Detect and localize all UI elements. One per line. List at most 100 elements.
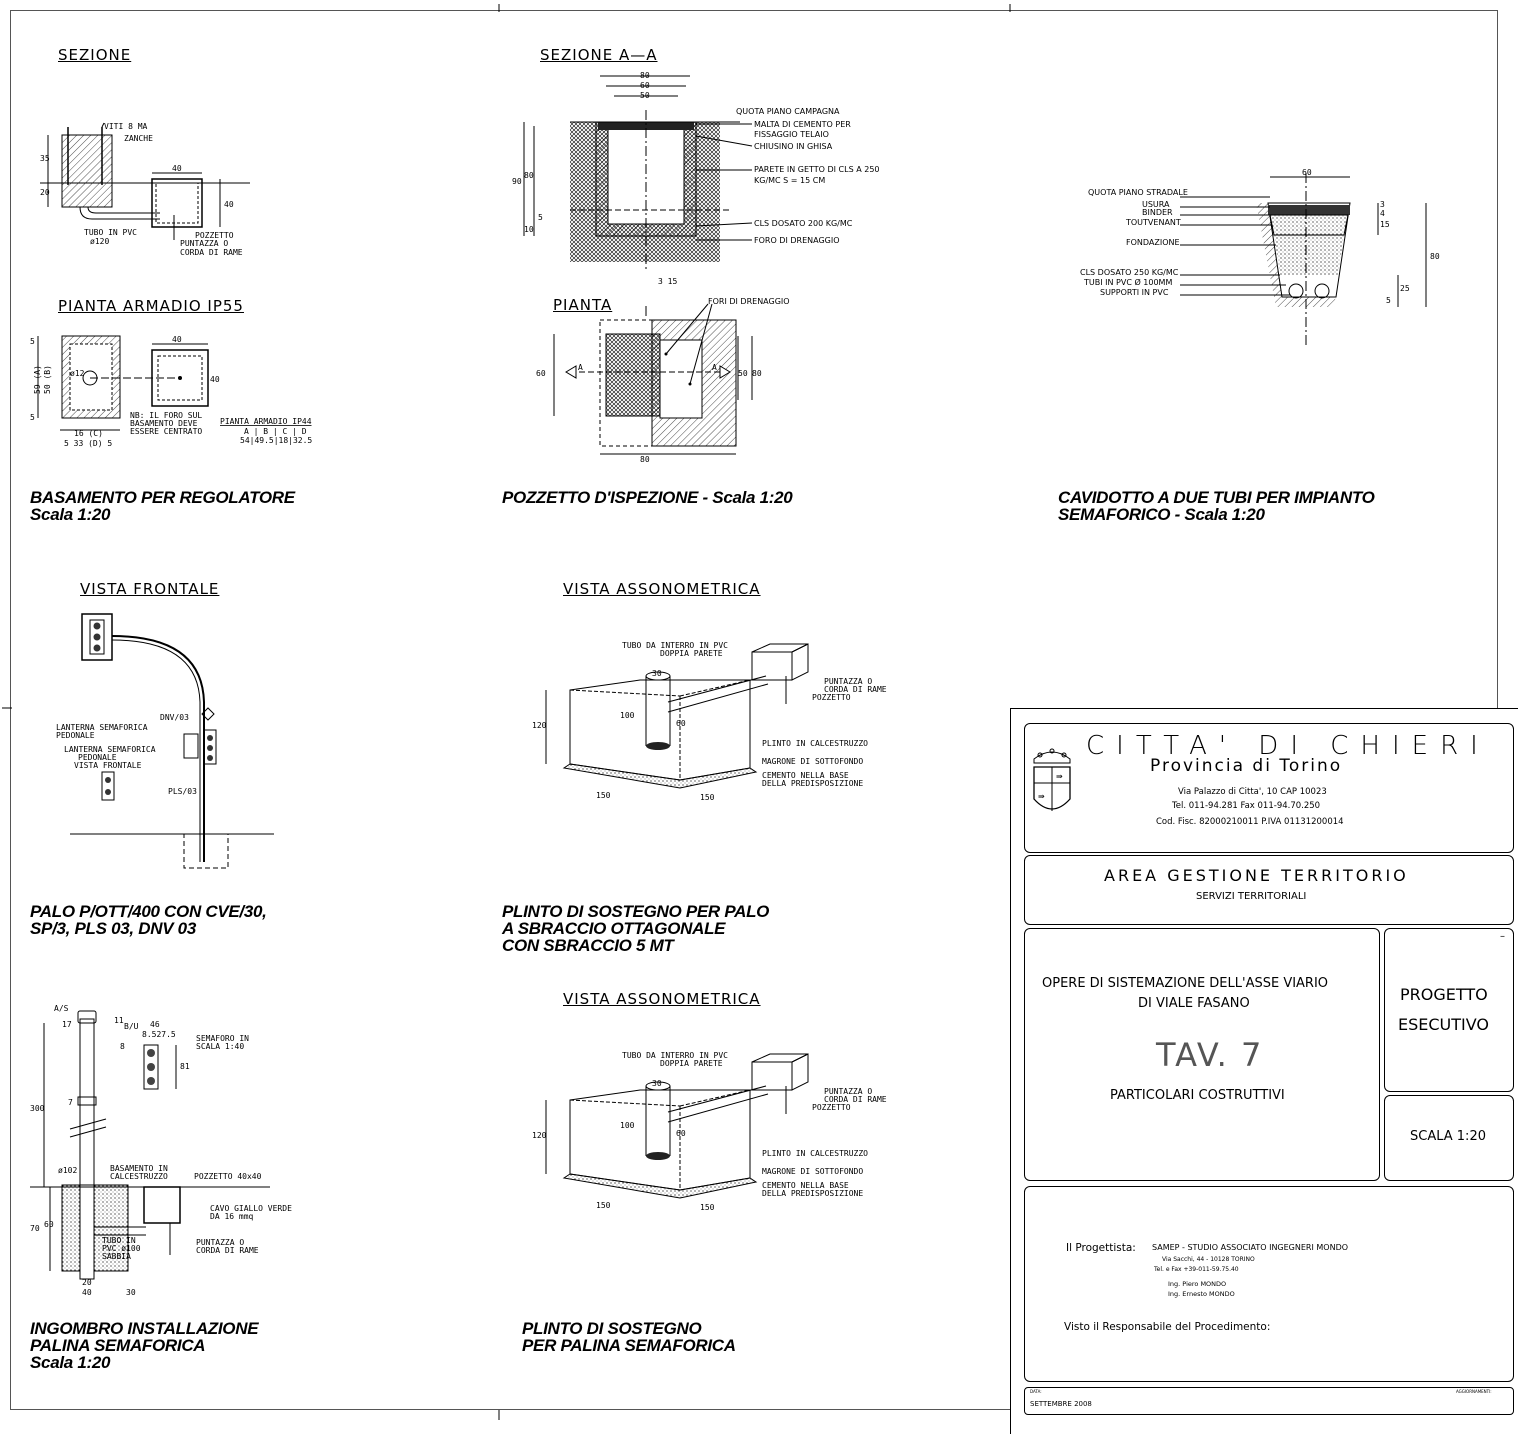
lbl-ip44: PIANTA ARMADIO IP44	[220, 417, 312, 426]
pz-plan-d60: 60	[536, 369, 546, 378]
pl2-d150a: 150	[596, 1201, 611, 1210]
pn-tubo2: PVC ø100	[102, 1244, 141, 1253]
palo-dnv: DNV/03	[160, 713, 189, 722]
pn-sem2: SCALA 1:40	[196, 1042, 244, 1051]
lbl-d40: 40	[172, 164, 182, 173]
lbl-plan-d40b: 40	[210, 375, 220, 384]
pn-d46: 46	[150, 1020, 160, 1029]
pz-l3: FISSAGGIO TELAIO	[754, 130, 829, 139]
pl2-tube2: DOPPIA PARETE	[660, 1059, 723, 1068]
plinto1-drawing: TUBO DA INTERRO IN PVC DOPPIA PARETE PUN…	[532, 641, 887, 802]
pn-d17: 17	[62, 1020, 72, 1029]
city-crest-icon: ⇛ ⇛	[1033, 748, 1071, 811]
plinto2-title: VISTA ASSONOMETRICA	[563, 990, 761, 1008]
palo-lan4: PEDONALE	[78, 753, 117, 762]
tb-project1: OPERE DI SISTEMAZIONE DELL'ASSE VIARIO	[1042, 976, 1329, 991]
pl2-earth2: CORDA DI RAME	[824, 1095, 887, 1104]
lbl-d20: 20	[40, 188, 50, 197]
tb-addr1: Via Palazzo di Citta', 10 CAP 10023	[1178, 787, 1327, 797]
lbl-dims2: 54|49.5|18|32.5	[240, 436, 312, 445]
pl1-d150b: 150	[700, 793, 715, 802]
pz-l2: MALTA DI CEMENTO PER	[754, 120, 851, 129]
palo-lan5: VISTA FRONTALE	[74, 761, 142, 770]
pz-d80: 80	[640, 71, 650, 80]
cavidotto-drawing: 60 QUOTA PIANO STRADALE USURA BINDER TOU…	[1080, 168, 1440, 345]
pn-punt1: PUNTAZZA O	[196, 1238, 244, 1247]
lbl-d5a: 5	[30, 337, 35, 346]
tb-designer: SAMEP - STUDIO ASSOCIATO INGEGNERI MONDO	[1152, 1243, 1349, 1252]
pn-d7: 7	[68, 1098, 73, 1107]
tb-designer-tel: Tel. e Fax +39-011-59.75.40	[1154, 1266, 1239, 1273]
tb-eng1: Ing. Piero MONDO	[1168, 1280, 1227, 1288]
pn-d30: 30	[126, 1288, 136, 1297]
lbl-d5b: 5	[30, 413, 35, 422]
pz-l8: FORO DI DRENAGGIO	[754, 236, 840, 245]
pz-l7: CLS DOSATO 200 KG/MC	[754, 219, 853, 228]
tb-visto: Visto il Responsabile del Procedimento:	[1064, 1321, 1271, 1333]
tb-services: SERVIZI TERRITORIALI	[1196, 891, 1307, 902]
cv-q8: SUPPORTI IN PVC	[1100, 288, 1169, 297]
lbl-earth2: CORDA DI RAME	[180, 248, 243, 257]
lbl-dvert: 59 (A)	[33, 365, 42, 394]
pn-d81: 81	[180, 1062, 190, 1071]
pn-bas2: CALCESTRUZZO	[110, 1172, 168, 1181]
pl2-p4: DELLA PREDISPOSIZIONE	[762, 1189, 863, 1198]
pn-d300: 300	[30, 1104, 45, 1113]
tb-dash: –	[1500, 931, 1505, 942]
tb-phase1: PROGETTO	[1400, 985, 1488, 1004]
lbl-d35: 35	[40, 154, 50, 163]
tb-province: Provincia di Torino	[1150, 756, 1343, 776]
basamento-plan-title: PIANTA ARMADIO IP55	[58, 297, 244, 315]
pl1-d120: 120	[532, 721, 547, 730]
pozzetto-caption: POZZETTO D'ISPEZIONE - Scala 1:20	[502, 488, 793, 507]
pn-sabbia: SABBIA	[102, 1252, 131, 1261]
lbl-hole: ø12	[70, 369, 85, 378]
pz-l4: CHIUSINO IN GHISA	[754, 142, 833, 151]
pl2-d120: 120	[532, 1131, 547, 1140]
lbl-note1: NB: IL FORO SUL	[130, 411, 202, 420]
lbl-earth: PUNTAZZA O	[180, 239, 228, 248]
pn-bu: B/U	[124, 1022, 139, 1031]
tb-designer-box	[1024, 1186, 1514, 1382]
pozzetto-plan-drawing: FORI DI DRENAGGIO 60 50 80 80 A A	[536, 297, 790, 464]
palo-caption: PALO P/OTT/400 CON CVE/30, SP/3, PLS 03,…	[30, 902, 267, 938]
cavidotto-caption: CAVIDOTTO A DUE TUBI PER IMPIANTO SEMAFO…	[1058, 488, 1375, 524]
pl2-p3: CEMENTO NELLA BASE	[762, 1181, 849, 1190]
pl1-earth1: PUNTAZZA O	[824, 677, 872, 686]
cv-d15: 15	[1380, 220, 1390, 229]
lbl-tube: TUBO IN PVC	[84, 228, 137, 237]
pz-d90: 90	[512, 177, 522, 186]
tb-date-box	[1024, 1387, 1514, 1415]
pn-d102: ø102	[58, 1166, 77, 1175]
pl1-tube2: DOPPIA PARETE	[660, 649, 723, 658]
pn-cavo2: DA 16 mmq	[210, 1212, 254, 1221]
pn-cavo1: CAVO GIALLO VERDE	[210, 1204, 292, 1213]
pn-as: A/S	[54, 1004, 69, 1013]
tb-date-label: DATA:	[1030, 1389, 1042, 1394]
basamento-section-drawing: VITI 8 MA ZANCHE 35 20 40 40 TUBO IN PVC…	[40, 122, 250, 257]
lbl-screws: VITI 8 MA	[104, 122, 148, 131]
palina-caption: INGOMBRO INSTALLAZIONE PALINA SEMAFORICA…	[30, 1319, 259, 1372]
pz-plan-d80: 80	[640, 455, 650, 464]
cv-q6: CLS DOSATO 250 KG/MC	[1080, 268, 1179, 277]
tb-city: CITTA' DI CHIERI	[1086, 731, 1490, 761]
pz-plan-d50: 50	[738, 369, 748, 378]
basamento-plan-drawing: 5 5 59 (A) 50 (B) ø12 40 40 NB: IL FORO …	[30, 335, 312, 448]
cv-q5: FONDAZIONE	[1126, 238, 1180, 247]
lbl-note3: ESSERE CENTRATO	[130, 427, 202, 436]
tb-eng2: Ing. Ernesto MONDO	[1168, 1290, 1235, 1298]
pozzetto-section-title: SEZIONE A—A	[540, 46, 658, 64]
tb-date: SETTEMBRE 2008	[1030, 1400, 1092, 1408]
pn-d8527: 8.527.5	[142, 1030, 176, 1039]
pz-d80v: 80	[524, 171, 534, 180]
tb-scale-box	[1384, 1095, 1514, 1181]
cv-q2: USURA	[1142, 200, 1170, 209]
pn-d20: 20	[82, 1278, 92, 1287]
tb-phase2: ESECUTIVO	[1398, 1015, 1490, 1034]
tb-update-label: AGGIORNAMENTI:	[1456, 1389, 1492, 1394]
pozzetto-plan-title: PIANTA	[553, 296, 613, 314]
pn-d8: 8	[120, 1042, 125, 1051]
cv-q7: TUBI IN PVC Ø 100MM	[1083, 277, 1172, 287]
tb-addr2: Tel. 011-94.281 Fax 011-94.70.250	[1172, 801, 1321, 811]
